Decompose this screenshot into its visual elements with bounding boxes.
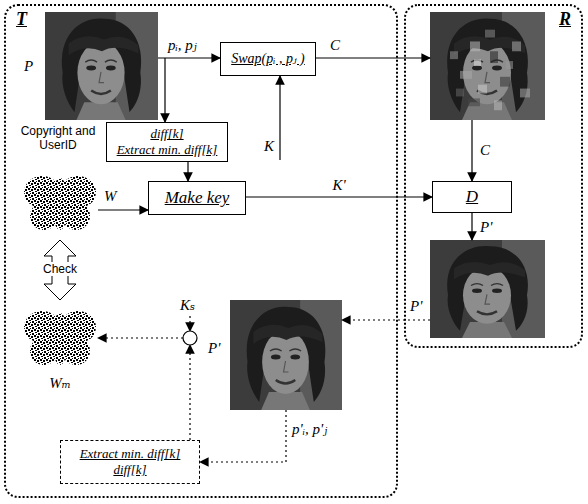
dotted-arrow — [200, 410, 286, 462]
node-text: diff[k] — [150, 126, 183, 142]
signal-label: P' — [480, 219, 492, 236]
signal-label: C — [480, 142, 490, 159]
pixel-label: pᵢ, pⱼ — [168, 36, 197, 54]
process-box: diff[k]Extract min. diff[k] — [106, 122, 228, 162]
extracted-watermark — [22, 305, 98, 369]
signal-label: P' — [410, 298, 422, 315]
arrow — [158, 57, 220, 58]
region-panel: TSwap(pᵢ , pⱼ )diff[k]Extract min. diff[… — [4, 4, 398, 498]
label-holder: Copyright and UserID — [16, 124, 100, 152]
label-holder: P' — [410, 298, 422, 315]
connector-arrow — [187, 162, 188, 181]
process-box: Make key — [148, 181, 246, 215]
process-box: Swap(pᵢ , pⱼ ) — [220, 42, 316, 76]
dotted-arrow — [342, 319, 430, 320]
region-panel: RD — [404, 4, 583, 348]
arrow — [471, 120, 472, 181]
label-holder: P — [24, 58, 33, 75]
image-label: P' — [208, 340, 220, 357]
label-holder: Check — [41, 262, 79, 276]
label-holder: pᵢ, pⱼ — [168, 36, 197, 54]
edge-label-holder: K' — [332, 177, 345, 194]
arrow — [279, 76, 280, 160]
arrow — [164, 58, 165, 122]
process-box: D — [432, 181, 512, 213]
watermark-image — [22, 170, 98, 234]
dashed-process-box: Extract min. diff[k]diff[k] — [60, 440, 200, 484]
label-holder: C — [480, 142, 490, 159]
node-text: Make key — [165, 188, 230, 208]
node-text: Extract min. diff[k] — [80, 446, 181, 462]
image-label: P — [24, 58, 33, 75]
label-holder: C — [330, 37, 340, 54]
key-label: Kₛ — [180, 296, 195, 314]
note-label: Copyright and UserID — [16, 124, 100, 152]
label-holder: Kₛ — [180, 296, 195, 314]
original-image — [45, 12, 158, 120]
dotted-arrow — [189, 316, 190, 331]
received-image — [230, 300, 342, 410]
node-text: diff[k] — [113, 462, 146, 478]
label-holder: Wₘ — [49, 374, 71, 392]
node-text: R — [416, 9, 571, 31]
signal-label: C — [330, 37, 340, 54]
pixel-label: p'ᵢ, p'ⱼ — [292, 420, 327, 438]
arrow — [98, 209, 148, 210]
label-holder: K — [264, 138, 274, 155]
node-text: Swap(pᵢ , pⱼ ) — [231, 51, 305, 68]
watermark-label: Wₘ — [49, 374, 71, 392]
arrow — [471, 213, 472, 240]
label-holder: P' — [208, 340, 220, 357]
signal-label: W — [104, 188, 117, 205]
decrypted-image — [430, 240, 545, 338]
key-label: K — [264, 138, 274, 155]
label-holder: P' — [480, 219, 492, 236]
node-text: T — [16, 9, 386, 31]
arrow — [316, 57, 430, 58]
node-text: D — [466, 187, 478, 207]
check-label: Check — [41, 262, 79, 276]
label-holder: W — [104, 188, 117, 205]
edge-label: K' — [332, 177, 345, 194]
label-holder: p'ᵢ, p'ⱼ — [292, 420, 327, 438]
combine-circle — [183, 331, 197, 345]
node-text: Extract min. diff[k] — [117, 142, 218, 158]
encrypted-image — [430, 12, 545, 120]
flow-arrows — [98, 58, 472, 240]
dotted-arrow — [189, 345, 190, 440]
dotted-arrow — [98, 337, 183, 338]
encryption-noise — [450, 30, 530, 111]
